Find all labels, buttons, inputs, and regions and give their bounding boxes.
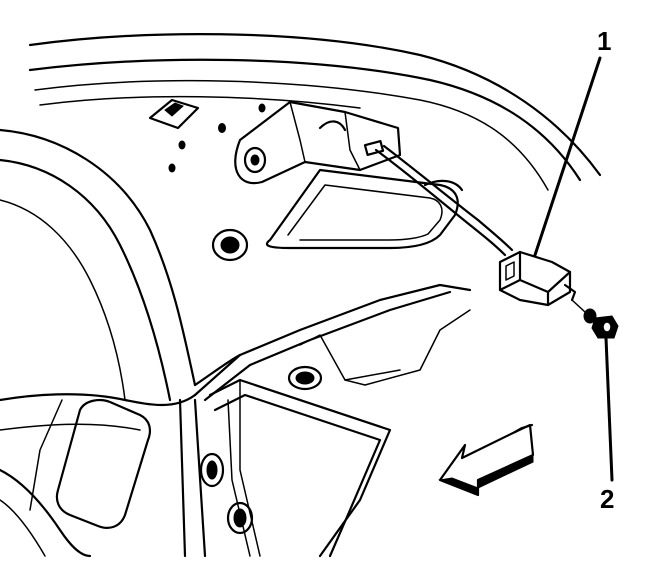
- forward-direction-arrow-icon: [438, 423, 535, 497]
- sensor-module: [498, 250, 577, 307]
- bottom-edge: [0, 468, 92, 558]
- callout-2-label: 2: [600, 484, 614, 514]
- callout-2-leader: [604, 336, 614, 482]
- callout-1-label: 1: [597, 26, 611, 56]
- callout-1-leader: [533, 56, 602, 257]
- bolt-fastener: [571, 299, 619, 339]
- bracket: [234, 100, 402, 185]
- panel-holes: [168, 103, 266, 173]
- access-cutout: [29, 399, 151, 529]
- grommet-hole: [211, 228, 249, 262]
- quarter-panel: [0, 128, 242, 431]
- triangle-opening: [265, 168, 464, 250]
- mounting-pad: [148, 98, 200, 130]
- callout-leaders: [533, 56, 614, 482]
- body-outer-curves: [28, 33, 602, 191]
- floor-panel: [193, 283, 472, 402]
- wire-harness: [374, 144, 514, 257]
- trunk-compartment: [178, 378, 392, 558]
